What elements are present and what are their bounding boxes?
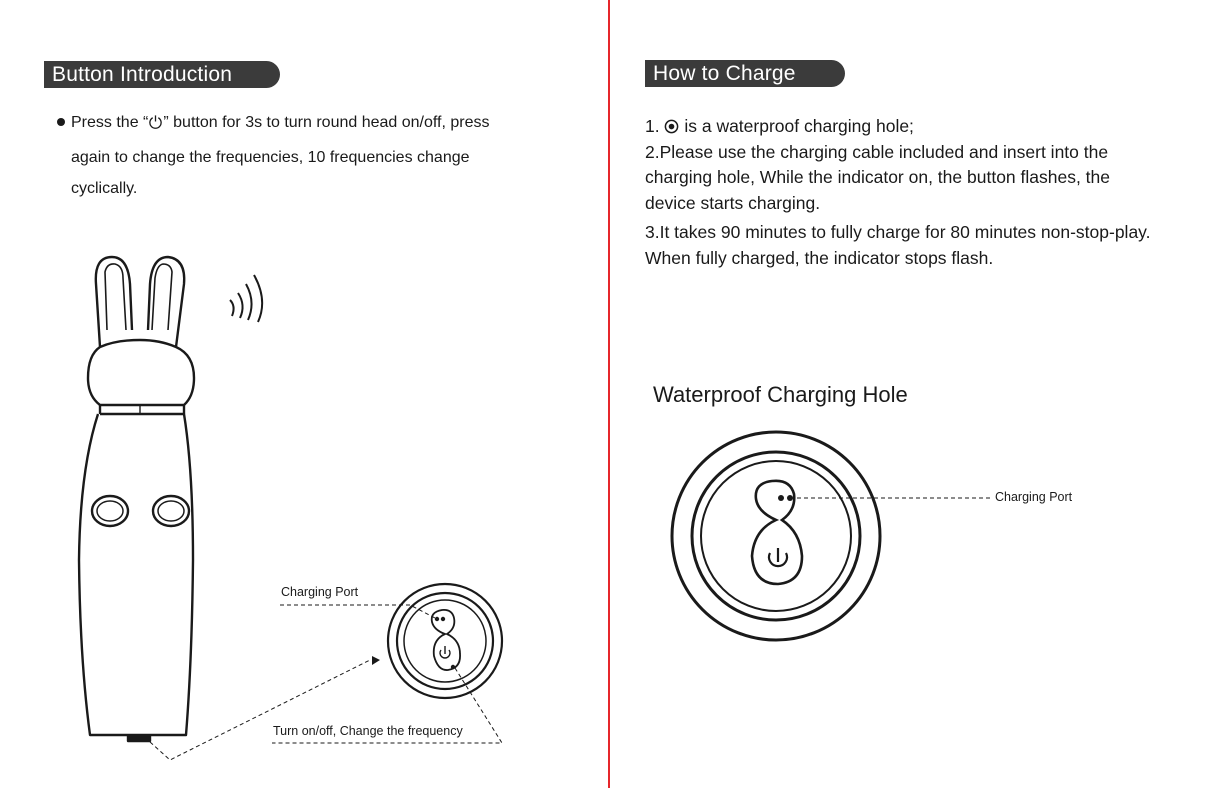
button-detail-circle — [386, 582, 504, 700]
intro-text-pre: Press the — [71, 114, 139, 131]
charge-step-3-line-1: 3.It takes 90 minutes to fully charge fo… — [645, 222, 1151, 242]
power-button-label: Turn on/off, Change the frequency — [273, 724, 463, 738]
charging-hole-icon — [665, 119, 679, 134]
step1-text: is a waterproof charging hole; — [679, 116, 914, 136]
center-divider — [608, 0, 610, 788]
section-title-button-intro: Button Introduction — [44, 61, 280, 88]
intro-line-3: cyclically. — [71, 180, 138, 197]
waterproof-hole-title: Waterproof Charging Hole — [653, 382, 908, 407]
intro-line-2: again to change the frequencies, 10 freq… — [71, 149, 470, 166]
device-body — [77, 413, 195, 737]
section-title-text: Button Introduction — [52, 63, 233, 86]
device-head — [86, 338, 196, 407]
power-icon — [149, 115, 163, 129]
device-illustration — [77, 255, 504, 761]
charge-step-2-line-3: device starts charging. — [645, 193, 821, 213]
section-title-text: How to Charge — [653, 62, 796, 85]
right-oval-button — [151, 494, 191, 528]
charging-port-label-left: Charging Port — [281, 585, 359, 599]
charge-step-1: 1. is a waterproof charging hole; — [645, 112, 914, 140]
intro-line-1: Press the “ ” button for 3s to turn roun… — [71, 114, 490, 131]
charging-port-label-right: Charging Port — [995, 490, 1073, 504]
left-ear — [94, 255, 134, 348]
vibration-waves-icon — [229, 274, 264, 323]
charge-step-3-line-2: When fully charged, the indicator stops … — [645, 248, 994, 268]
intro-text-post: button for 3s to turn round head on/off,… — [173, 114, 490, 131]
bullet-dot — [57, 118, 65, 126]
charge-step-2-line-1: 2.Please use the charging cable included… — [645, 142, 1109, 162]
left-oval-button — [90, 494, 130, 528]
step1-number: 1. — [645, 116, 660, 136]
charge-step-2-line-2: charging hole, While the indicator on, t… — [645, 167, 1111, 187]
section-title-how-to-charge: How to Charge — [645, 60, 845, 87]
right-ear — [146, 255, 186, 348]
